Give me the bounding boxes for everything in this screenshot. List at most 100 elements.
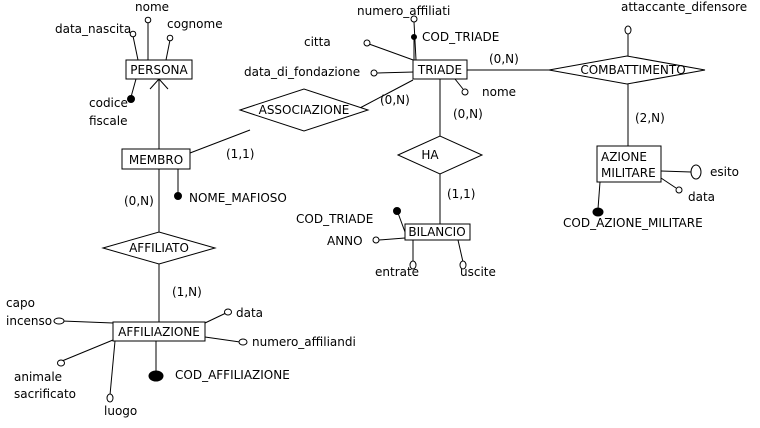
attr-marker-luogo xyxy=(106,393,114,403)
attr-label-esito: esito xyxy=(710,165,739,179)
azione-militare-label-line2: MILITARE xyxy=(601,166,656,180)
connector-lines xyxy=(61,21,692,396)
attr-label-data-nascita: data_nascita xyxy=(55,22,131,36)
attr-label-codice-fiscale-1: codice xyxy=(89,96,128,110)
key-marker-cod-azione xyxy=(592,207,604,217)
attribute-markers xyxy=(53,15,702,403)
line-attr-cod-azione xyxy=(597,181,601,210)
card-azione-combattimento: (2,N) xyxy=(635,111,665,125)
line-attr-codice-fiscale xyxy=(130,78,137,98)
attr-label-nome: nome xyxy=(135,0,169,14)
card-bilancio-ha: (1,1) xyxy=(447,187,475,201)
triade-box xyxy=(412,59,468,80)
attr-label-codice-fiscale-2: fiscale xyxy=(89,114,127,128)
attr-marker-uscite xyxy=(459,260,467,270)
line-attr-data-affiliazione xyxy=(204,312,227,324)
card-triade-associazione: (0,N) xyxy=(380,93,410,107)
attr-label-cod-triade: COD_TRIADE xyxy=(422,30,499,44)
entity-azione-militare[interactable]: AZIONE MILITARE xyxy=(596,145,662,183)
line-attr-animale-sacrificato xyxy=(61,339,114,362)
attr-marker-numero-affiliandi xyxy=(238,338,248,346)
attr-marker-cognome xyxy=(166,34,174,42)
attr-label-cod-azione-militare: COD_AZIONE_MILITARE xyxy=(563,216,703,230)
cardinality-labels: (1,1) (0,N) (0,N) (1,N) (0,N) (1,1) (0,N… xyxy=(124,52,665,299)
triade-label: TRIADE xyxy=(417,63,462,77)
relationship-affiliato[interactable]: AFFILIATO xyxy=(101,231,217,265)
attr-marker-esito xyxy=(690,164,702,180)
attr-label-nome-triade: nome xyxy=(482,85,516,99)
azione-militare-label-line1: AZIONE xyxy=(601,150,647,164)
line-associazione-triade xyxy=(357,79,414,110)
entity-affiliazione[interactable]: AFFILIAZIONE xyxy=(112,321,206,342)
entity-persona[interactable]: PERSONA xyxy=(125,59,193,80)
attr-label-attaccante-difensore: attaccante_difensore xyxy=(621,0,747,14)
azione-militare-box xyxy=(596,145,662,183)
line-attr-numero-affiliandi xyxy=(204,336,241,343)
line-attr-uscite xyxy=(457,239,464,263)
attr-label-capo-incenso-1: capo xyxy=(6,296,35,310)
attr-label-cognome: cognome xyxy=(167,17,223,31)
attr-marker-animale-sacrificato xyxy=(57,359,65,367)
attr-marker-data-fondazione xyxy=(370,69,378,77)
line-attr-anno xyxy=(378,237,406,241)
line-attr-luogo xyxy=(109,340,116,396)
attr-marker-nome-triade xyxy=(461,88,469,96)
attr-label-animale-sacrificato-2: sacrificato xyxy=(14,387,76,401)
key-marker-codice-fiscale xyxy=(127,95,135,103)
relationship-combattimento[interactable]: COMBATTIMENTO xyxy=(548,55,706,85)
bilancio-box xyxy=(404,223,471,241)
entity-membro[interactable]: MEMBRO xyxy=(121,148,191,170)
attr-label-data-affiliazione: data xyxy=(236,306,263,320)
attr-label-citta: citta xyxy=(304,35,331,49)
line-attr-nome-triade xyxy=(454,78,464,90)
line-attr-data-azione xyxy=(660,177,677,189)
attr-label-numero-affiliandi: numero_affiliandi xyxy=(252,335,356,349)
attr-marker-data-affiliazione xyxy=(224,308,232,316)
card-triade-ha: (0,N) xyxy=(453,107,483,121)
attr-label-uscite: uscite xyxy=(460,265,496,279)
attr-marker-data-azione xyxy=(675,186,683,194)
line-attr-numero-affiliati xyxy=(413,21,417,61)
attribute-labels: nome data_nascita cognome codice fiscale… xyxy=(6,0,747,418)
membro-box xyxy=(121,148,191,170)
entity-triade[interactable]: TRIADE xyxy=(412,59,468,80)
key-marker-cod-triade xyxy=(411,34,417,40)
line-attr-data-fondazione xyxy=(376,71,415,74)
relationship-associazione[interactable]: ASSOCIAZIONE xyxy=(238,88,370,132)
attr-marker-entrate xyxy=(409,260,417,270)
card-triade-combattimento: (0,N) xyxy=(489,52,519,66)
attr-label-nome-mafioso: NOME_MAFIOSO xyxy=(189,191,287,205)
attr-marker-citta xyxy=(363,39,371,47)
line-membro-associazione xyxy=(189,129,251,154)
line-attr-citta xyxy=(368,43,417,62)
persona-label: PERSONA xyxy=(130,63,188,77)
combattimento-label: COMBATTIMENTO xyxy=(580,63,685,77)
attr-marker-anno xyxy=(372,236,380,244)
affiliazione-box xyxy=(112,321,206,342)
attr-label-animale-sacrificato-1: animale xyxy=(14,370,62,384)
attr-marker-capo-incenso xyxy=(53,317,65,325)
attr-label-data-azione: data xyxy=(688,190,715,204)
card-membro-associazione: (1,1) xyxy=(226,147,254,161)
affiliato-diamond xyxy=(101,231,217,265)
attr-marker-data-nascita xyxy=(129,30,137,38)
key-marker-cod-triade-bilancio xyxy=(393,207,401,215)
attr-label-data-di-fondazione: data_di_fondazione xyxy=(244,65,360,79)
affiliato-label: AFFILIATO xyxy=(129,241,189,255)
associazione-diamond xyxy=(238,88,370,132)
attr-marker-nome xyxy=(144,16,152,24)
line-attr-capo-incenso xyxy=(61,320,114,324)
attr-marker-numero-affiliati xyxy=(410,15,418,23)
attr-label-numero-affiliati: numero_affiliati xyxy=(357,4,450,18)
attr-marker-attaccante-difensore xyxy=(624,25,632,35)
attr-label-cod-triade-bilancio: COD_TRIADE xyxy=(296,212,373,226)
ha-label: HA xyxy=(421,148,439,162)
membro-label: MEMBRO xyxy=(129,153,183,167)
entity-bilancio[interactable]: BILANCIO xyxy=(404,223,471,241)
combattimento-diamond xyxy=(548,55,706,85)
attr-label-entrate: entrate xyxy=(375,265,419,279)
card-membro-affiliato: (0,N) xyxy=(124,194,154,208)
relationship-ha[interactable]: HA xyxy=(396,135,484,175)
persona-box xyxy=(125,59,193,80)
